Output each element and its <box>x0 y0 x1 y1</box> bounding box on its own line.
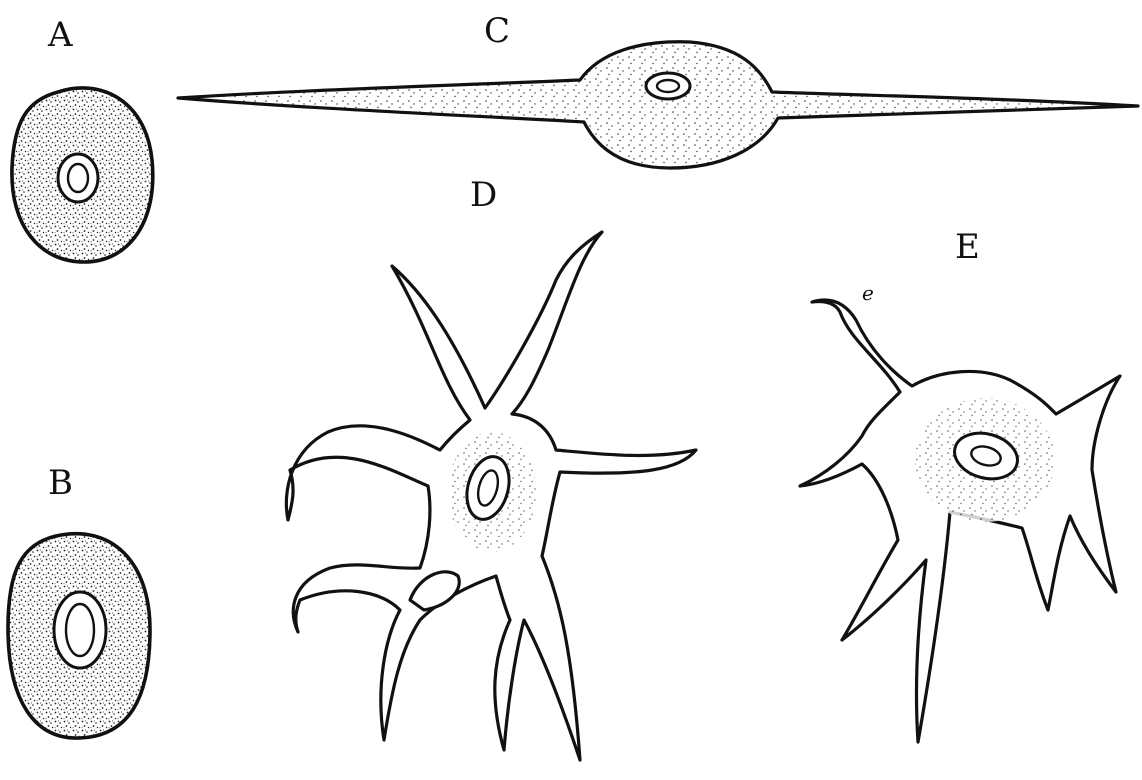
label-e: E <box>955 227 980 267</box>
label-a: A <box>47 15 73 55</box>
label-b: B <box>48 463 73 503</box>
cell-e <box>800 300 1120 742</box>
label-c: C <box>484 11 510 51</box>
label-e-mark: e <box>862 281 874 305</box>
label-d: D <box>470 175 497 215</box>
cell-a <box>12 88 153 262</box>
cell-b <box>8 534 150 738</box>
cell-c <box>178 42 1138 168</box>
cell-d <box>286 232 696 760</box>
